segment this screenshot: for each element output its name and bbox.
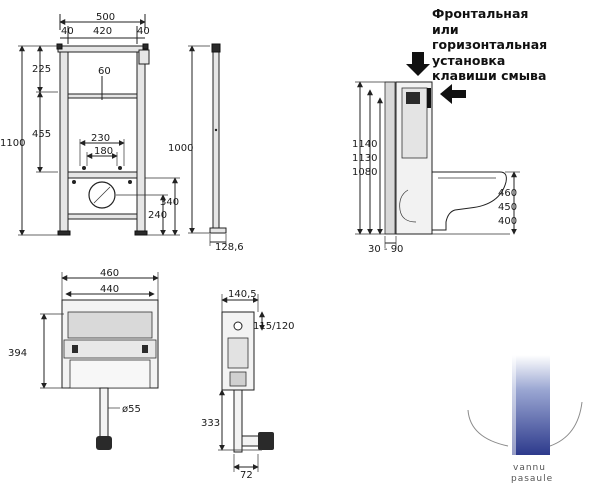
dim-460: 460 (498, 188, 517, 199)
dim-140-5: 140,5 (228, 289, 257, 300)
dim-pipe-55: ø55 (122, 404, 141, 415)
top-bolt (56, 43, 63, 50)
dim-1000: 1000 (168, 143, 193, 154)
dim-40-left: 40 (61, 26, 74, 37)
frame-foot (57, 230, 71, 236)
dim-450: 450 (498, 202, 517, 213)
dim-60: 60 (98, 66, 111, 77)
logo-line-1: vannu (513, 463, 546, 473)
frame-right-post (136, 49, 146, 234)
frame-bracket (138, 49, 150, 65)
dim-400: 400 (498, 216, 517, 227)
wall-section (384, 81, 396, 235)
dim-30-90: 30 - 90 (368, 244, 403, 255)
bolt (72, 180, 76, 184)
installed-view: 1140 1130 1080 460 450 400 30 - 90 (352, 52, 520, 255)
flush-plate-caption: Фронтальная или горизонтальная установка… (432, 6, 600, 84)
dim-1130: 1130 (352, 153, 377, 164)
dim-128-6: 128,6 (215, 242, 244, 253)
section-fitting (258, 432, 274, 450)
drain-pipe (99, 387, 109, 439)
cistern-mid (63, 339, 157, 359)
dim-72: 72 (240, 470, 253, 481)
vertical-install-arrow (406, 52, 430, 76)
front-view: 500 40 420 40 1100 225 455 60 230 180 3 (0, 12, 180, 236)
pipe-fitting (96, 436, 112, 450)
dim-340: 340 (160, 197, 179, 208)
side-view: 1000 128,6 (168, 43, 244, 253)
dim-500: 500 (96, 12, 115, 23)
frame-top-bar (57, 45, 148, 53)
dim-40-right: 40 (137, 26, 150, 37)
side-frame-post (212, 51, 220, 231)
caption-line: или (432, 21, 459, 37)
caption-line: клавиши смыва (432, 68, 547, 83)
dim-1140: 1140 (352, 139, 377, 150)
wc-pan (431, 171, 507, 231)
caption-line: установка (432, 52, 506, 68)
drain-outlet-mark (93, 186, 111, 204)
dim-440: 440 (100, 284, 119, 295)
frame-foot (134, 230, 148, 236)
cistern-top (67, 311, 153, 339)
vannu-pasaule-logo: vannu pasaule (467, 355, 583, 484)
bolt (82, 166, 86, 170)
dim-1100: 1100 (0, 138, 25, 149)
bolt (128, 180, 132, 184)
frame-lower-bar (67, 171, 138, 179)
caption-line: горизонтальная (432, 37, 548, 52)
bolt (118, 166, 122, 170)
logo-line-2: pasaule (511, 474, 553, 484)
section-view: 140,5 115/120 333 72 (201, 289, 295, 481)
plan-view: 460 440 394 ø55 (8, 268, 159, 450)
flush-plate (427, 88, 431, 108)
frame-left-post (59, 49, 69, 234)
dim-1080: 1080 (352, 167, 377, 178)
caption-line: Фронтальная (432, 6, 529, 21)
cistern-base (69, 359, 151, 389)
side-frame-foot (209, 227, 227, 234)
dim-225: 225 (32, 64, 51, 75)
dim-115-120: 115/120 (253, 321, 295, 332)
horizontal-install-arrow (440, 84, 466, 104)
dim-333: 333 (201, 418, 220, 429)
dim-180: 180 (94, 146, 113, 157)
dim-394: 394 (8, 348, 27, 359)
section-pipe (233, 389, 243, 453)
top-bolt (142, 43, 149, 50)
dim-455: 455 (32, 129, 51, 140)
flush-mechanism (406, 92, 420, 104)
dim-240: 240 (148, 210, 167, 221)
frame-base-bar (67, 213, 138, 220)
dim-420: 420 (93, 26, 112, 37)
side-frame-top (211, 43, 221, 53)
dim-230: 230 (91, 133, 110, 144)
dim-460-plan: 460 (100, 268, 119, 279)
